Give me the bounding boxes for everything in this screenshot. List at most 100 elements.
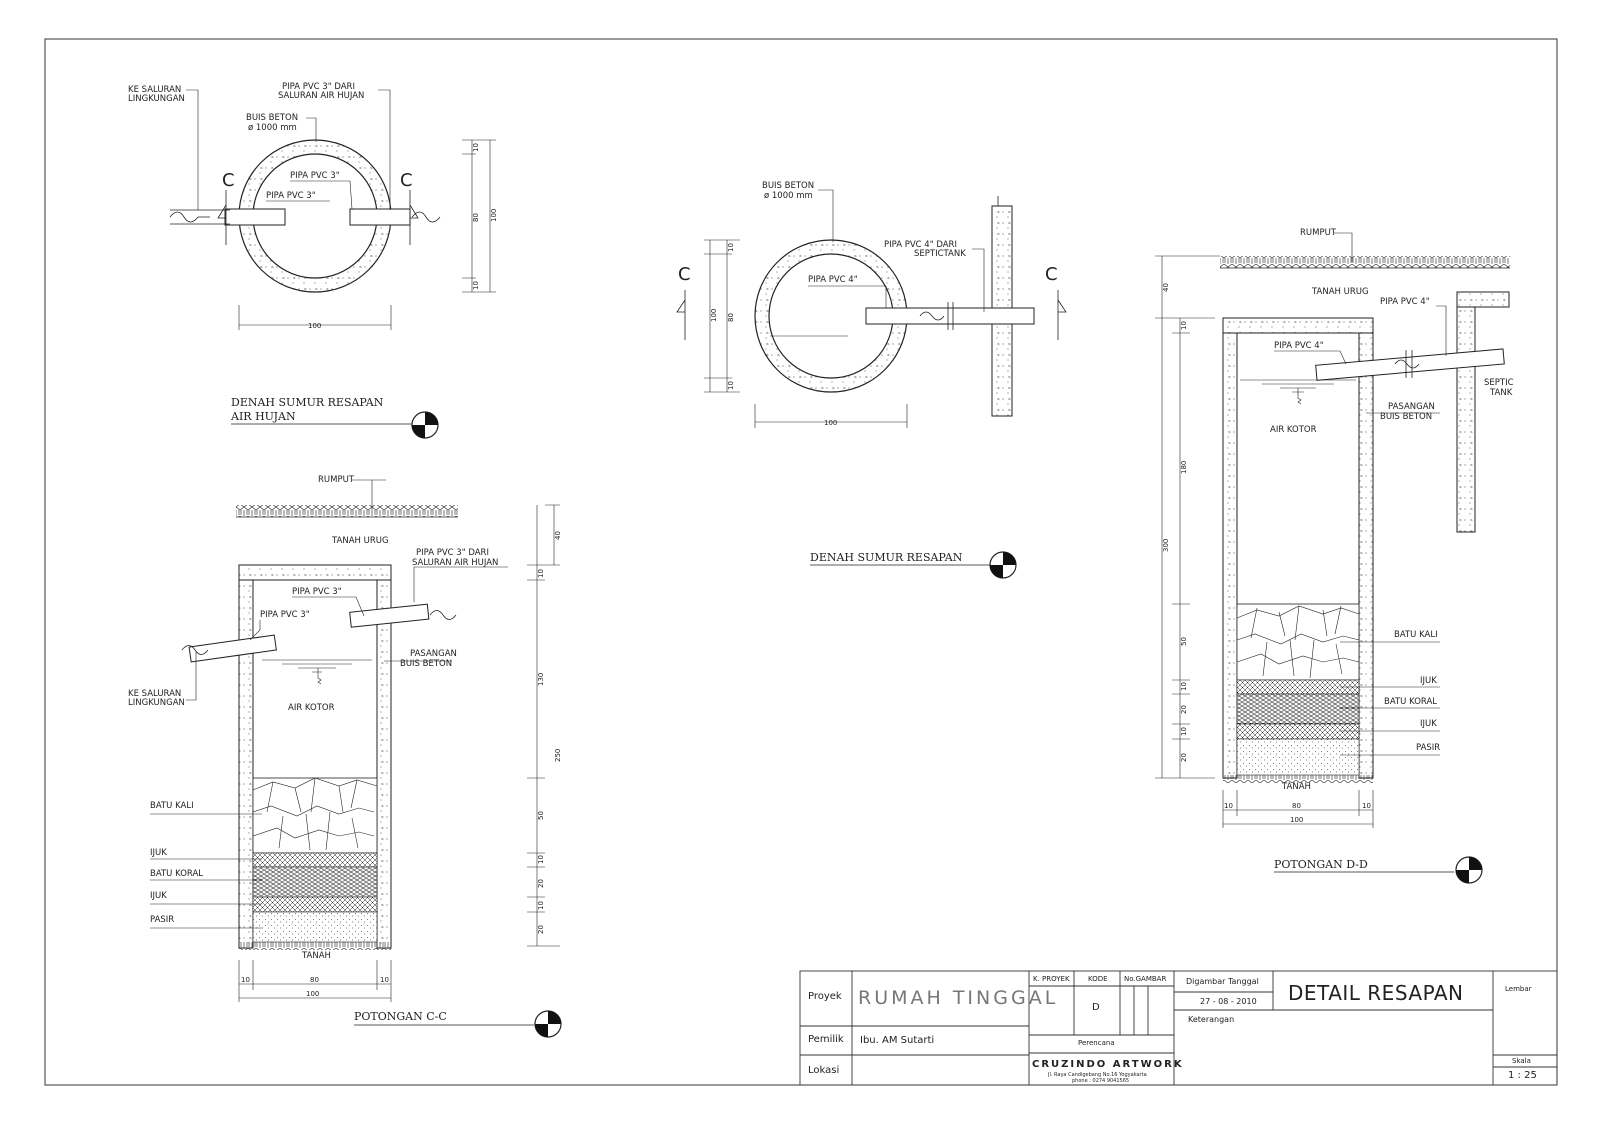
dim-width: 100 [824,419,837,427]
label-ijuk-2: IJUK [150,891,167,901]
dim-w100: 100 [1290,816,1303,824]
label-pvc-inlet-1: PIPA PVC 4" DARI [884,240,957,250]
dim-10-bottom: 10 [727,381,735,390]
label-pasir: PASIR [1416,743,1440,753]
label-rumput: RUMPUT [318,475,355,485]
label-buis-1: BUIS BETON [246,113,298,123]
title-block: Proyek RUMAH TINGGAL Pemilik Ibu. AM Sut… [800,971,1558,1086]
dim-w10-a: 10 [241,976,250,984]
label-pvc-left: PIPA PVC 3" [266,191,316,201]
dim-10-b: 10 [1180,682,1188,691]
label-batu-koral: BATU KORAL [150,869,203,879]
label-tanah-urug: TANAH URUG [1311,287,1369,297]
label-outlet-2: LINGKUNGAN [128,698,185,708]
dim-w100: 100 [306,990,319,998]
dim-10-bottom: 10 [472,281,480,290]
label-outlet-2: LINGKUNGAN [128,94,185,104]
label-ijuk-2: IJUK [1420,719,1437,729]
label-pasangan-2: BUIS BETON [1380,412,1432,422]
label-air-kotor: AIR KOTOR [288,703,335,713]
plan-septic-well: C C BUIS BETON ø 1000 mm PIPA PVC 4" DAR… [676,181,1067,579]
label-pvc-inlet-2: SEPTICTANK [914,249,966,259]
digambar-label: Digambar Tanggal [1186,977,1259,986]
label-batu-kali: BATU KALI [1394,630,1438,640]
label-ijuk-1: IJUK [150,848,167,858]
skala-value: 1 : 25 [1508,1070,1537,1081]
label-pvc-inlet-1: PIPA PVC 3" DARI [282,82,355,92]
label-pvc-inlet-2: SALURAN AIR HUJAN [278,91,364,101]
label-air-kotor: AIR KOTOR [1270,425,1317,435]
plan-rainwater-well: C C KE SALURAN LINGKUNGAN PIPA PVC 3" DA… [128,82,498,439]
dim-top: 40 [1162,283,1170,292]
section-mark-right: C [1045,264,1058,285]
dim-10-top: 10 [472,143,480,152]
north-symbol-icon [411,411,439,439]
section-mark-left: C [222,170,235,191]
keterangan-label: Keterangan [1188,1015,1235,1024]
dim-180: 180 [1180,461,1188,474]
dim-w80: 80 [1292,802,1301,810]
dim-80: 80 [727,313,735,322]
title-block-grid [799,970,1558,1086]
label-tanah-urug: TANAH URUG [331,536,389,546]
label-buis-2: ø 1000 mm [764,191,813,201]
label-pvc-b: PIPA PVC 3" [260,610,310,620]
dim-width: 100 [308,322,321,330]
dim-10-c: 10 [537,901,545,910]
dim-w10-a: 10 [1224,802,1233,810]
label-ijuk-1: IJUK [1420,676,1437,686]
dim-50: 50 [537,811,545,820]
firm-phone: phone : 0274 9041565 [1072,1078,1130,1084]
label-pvc-right: PIPA PVC 3" [290,171,340,181]
kode-value: D [1092,1002,1100,1013]
kode-label: KODE [1088,975,1108,983]
label-septic-2: TANK [1489,388,1513,398]
north-symbol-icon [534,1010,562,1038]
label-septic-1: SEPTIC [1484,378,1514,388]
label-buis-2: ø 1000 mm [248,123,297,133]
dim-10-top: 10 [727,243,735,252]
lokasi-label: Lokasi [808,1065,840,1076]
label-pasangan-1: PASANGAN [410,649,457,659]
label-pasangan-2: BUIS BETON [400,659,452,669]
label-pasangan-1: PASANGAN [1388,402,1435,412]
section-d-d: RUMPUT TANAH URUG AIR KOTOR PIPA PVC 4" … [1155,228,1514,884]
digambar-value: 27 - 08 - 2010 [1200,997,1257,1006]
label-outlet-1: KE SALURAN [128,689,181,699]
label-pvc-inlet-2: SALURAN AIR HUJAN [412,558,498,568]
plan-title-line-2: AIR HUJAN [230,410,296,423]
firm-name: CRUZINDO ARTWORK [1032,1059,1184,1070]
plan-title: DENAH SUMUR RESAPAN [810,551,963,564]
dim-20-b: 20 [1180,753,1188,762]
section-mark-right: C [400,170,413,191]
label-pvc-a: PIPA PVC 3" [292,587,342,597]
label-tanah: TANAH [301,951,331,961]
perencana-label: Perencana [1078,1039,1115,1047]
plan-title-line-1: DENAH SUMUR RESAPAN [231,396,384,409]
dim-10-a: 10 [1180,321,1188,330]
label-batu-kali: BATU KALI [150,801,194,811]
dim-250: 250 [554,749,562,762]
dim-10-b: 10 [537,855,545,864]
lembar-label: Lembar [1505,985,1532,993]
label-pvc-inlet: PIPA PVC 4" [1380,297,1430,307]
dim-w10-b: 10 [380,976,389,984]
label-buis-1: BUIS BETON [762,181,814,191]
dim-top: 40 [554,531,562,540]
dim-10-a: 10 [537,569,545,578]
dim-20-a: 20 [1180,705,1188,714]
pemilik-label: Pemilik [808,1034,844,1045]
firm-address: Jl. Raya Candigebang No.16 Yogyakarta [1048,1072,1147,1078]
pemilik-value: Ibu. AM Sutarti [860,1035,935,1046]
dim-80: 80 [472,213,480,222]
dim-300: 300 [1162,539,1170,552]
nogambar-label: No.GAMBAR [1124,975,1167,983]
dim-w10-b: 10 [1362,802,1371,810]
label-rumput: RUMPUT [1300,228,1337,238]
dim-20-a: 20 [537,879,545,888]
dim-50: 50 [1180,637,1188,646]
label-tanah: TANAH [1281,782,1311,792]
north-symbol-icon [1455,856,1483,884]
section-c-c: RUMPUT TANAH URUG AIR KOTOR PIPA PVC 3" … [128,475,562,1038]
